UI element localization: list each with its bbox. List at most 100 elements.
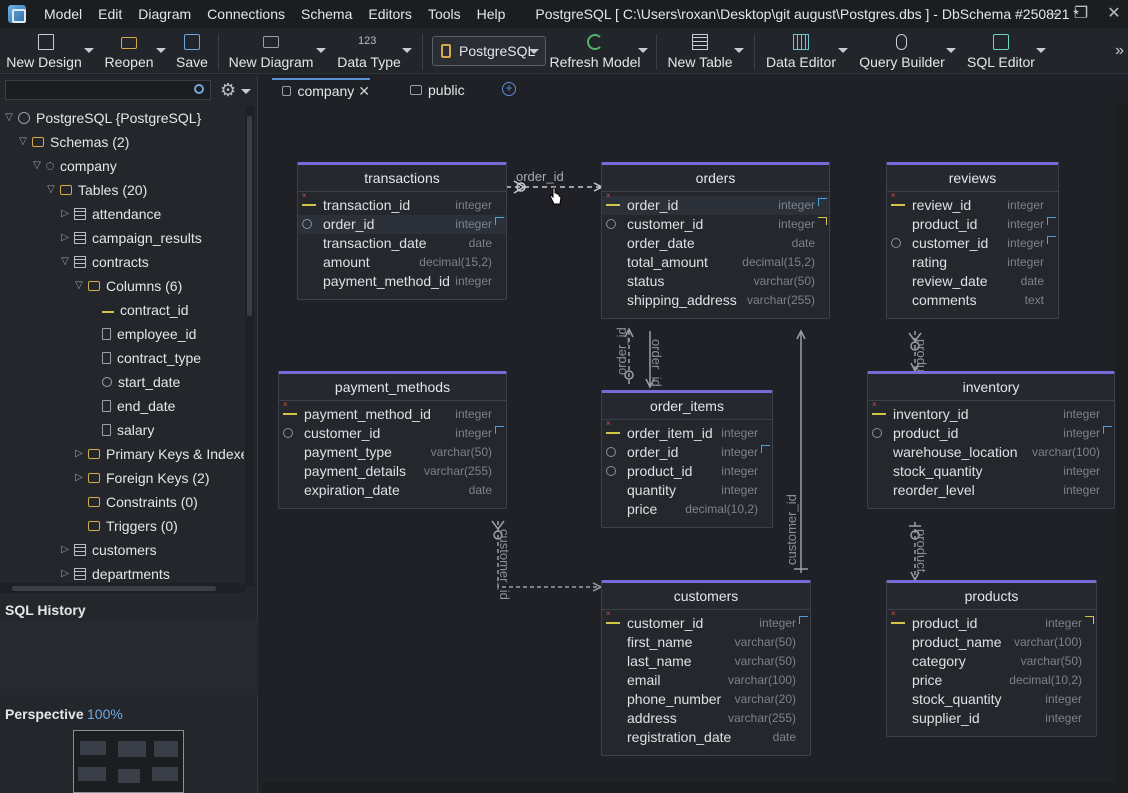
foreign-key-icon[interactable] [761,445,770,453]
menu-connections[interactable]: Connections [207,6,285,22]
tree-item[interactable]: Triggers (0) [74,514,178,538]
chevron-down-icon[interactable]: ▽ [61,256,69,267]
entity-title[interactable]: inventory [868,374,1114,401]
data-type-button[interactable]: 123 Data Type [334,28,404,74]
foreign-key-icon[interactable] [495,217,504,225]
referenced-key-icon[interactable] [1085,616,1094,624]
chevron-right-icon[interactable]: ▷ [61,568,69,579]
tree-item[interactable]: ▽company [32,154,117,178]
chevron-right-icon[interactable]: ▷ [75,472,83,483]
relation-line-pm-customers[interactable] [497,521,600,588]
tree-item[interactable]: employee_id [88,322,196,346]
reopen-button[interactable]: Reopen [104,28,154,74]
menu-help[interactable]: Help [476,6,506,22]
sql-editor-button[interactable]: SQL Editor [966,28,1036,74]
foreign-key-icon[interactable] [495,426,504,434]
sql-history-title[interactable]: SQL History [5,602,86,618]
tree-search-input[interactable] [5,80,211,100]
foreign-key-icon[interactable] [799,616,808,624]
menu-schema[interactable]: Schema [301,6,353,22]
tree-item[interactable]: ▷customers [60,538,156,562]
menu-edit[interactable]: Edit [98,6,123,22]
foreign-key-icon[interactable] [1047,236,1056,244]
data-type-dropdown[interactable] [402,28,412,74]
foreign-key-icon[interactable] [1103,426,1112,434]
chevron-down-icon[interactable]: ▽ [19,136,27,147]
new-table-dropdown[interactable] [734,28,744,74]
tree-item[interactable]: ▷campaign_results [60,226,202,250]
close-window-button[interactable]: ✕ [1107,5,1121,22]
entity-title[interactable]: orders [602,165,829,192]
chevron-right-icon[interactable]: ▷ [61,544,69,555]
canvas-vertical-scrollbar[interactable] [1116,103,1128,782]
tree-item[interactable]: Constraints (0) [74,490,198,514]
tree-item[interactable]: ▷attendance [60,202,161,226]
query-builder-dropdown[interactable] [946,28,956,74]
tree-item[interactable]: ▽Schemas (2) [18,130,129,154]
tree-horizontal-scrollbar[interactable] [0,583,245,593]
entity-title[interactable]: products [887,583,1096,610]
sql-editor-dropdown[interactable] [1036,28,1046,74]
foreign-key-icon[interactable] [1047,217,1056,225]
foreign-key-icon[interactable] [818,198,827,206]
referenced-key-icon[interactable] [818,217,827,225]
refresh-model-dropdown[interactable] [638,28,648,74]
new-diagram-dropdown[interactable] [316,28,326,74]
data-editor-button[interactable]: Data Editor [764,28,838,74]
tree-item[interactable]: start_date [88,370,180,394]
entity-title[interactable]: reviews [887,165,1058,192]
entity-title[interactable]: transactions [298,165,506,192]
query-builder-button[interactable]: Query Builder [858,28,946,74]
add-tab-icon[interactable]: + [502,82,516,96]
tree-item[interactable]: salary [88,418,154,442]
menu-model[interactable]: Model [44,6,83,22]
tree-item[interactable]: ▷departments [60,562,170,586]
chevron-down-icon[interactable]: ▽ [5,112,13,123]
menu-editors[interactable]: Editors [368,6,412,22]
new-design-button[interactable]: New Design [4,28,84,74]
close-icon[interactable]: ✕ [358,82,370,99]
tree-vertical-scrollbar[interactable] [245,106,254,586]
gear-icon[interactable]: ⚙ [220,80,237,100]
chevron-down-icon[interactable] [241,89,251,94]
chevron-right-icon[interactable]: ▷ [75,448,83,459]
chevron-right-icon[interactable]: ▷ [61,208,69,219]
restore-button[interactable]: ❐ [1073,5,1089,22]
